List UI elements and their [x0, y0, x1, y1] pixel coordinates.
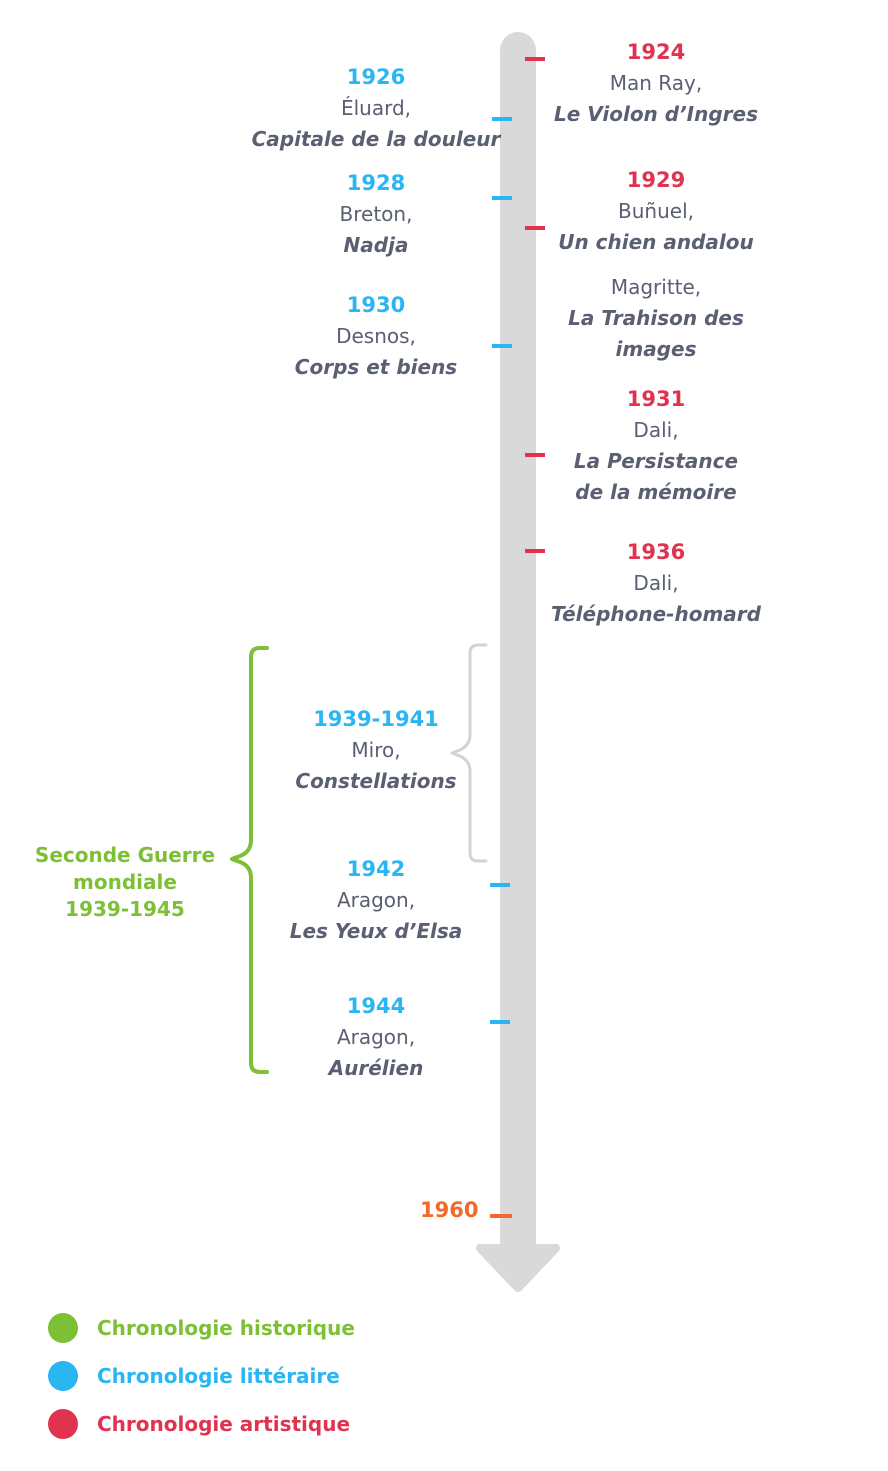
event-work: Aurélien: [328, 1056, 424, 1080]
event-work-line2: images: [615, 337, 697, 361]
timeline-axis: [500, 32, 536, 1262]
event-year: 1926: [346, 65, 406, 89]
event-work: Constellations: [295, 769, 457, 793]
event-1931: 1931 Dali, La Persistance de la mémoire: [506, 384, 806, 508]
legend-item-artistique: Chronologie artistique: [48, 1406, 355, 1442]
legend-item-litteraire: Chronologie littéraire: [48, 1358, 355, 1394]
event-work: Un chien andalou: [558, 230, 754, 254]
event-year: 1936: [626, 540, 686, 564]
event-work-line2: de la mémoire: [575, 480, 737, 504]
grey-brace: [450, 643, 488, 863]
event-1942: 1942 Aragon, Les Yeux d’Elsa: [226, 854, 526, 947]
event-1930: 1930 Desnos, Corps et biens: [226, 290, 526, 383]
event-year: 1929: [626, 168, 686, 192]
event-author: Aragon,: [336, 1025, 416, 1049]
event-work-line1: La Persistance: [573, 449, 739, 473]
event-work: Capitale de la douleur: [251, 127, 501, 151]
legend-dot-icon: [48, 1409, 78, 1439]
legend-item-historique: Chronologie historique: [48, 1310, 355, 1346]
legend: Chronologie historique Chronologie litté…: [48, 1310, 355, 1454]
event-author: Desnos,: [336, 324, 416, 348]
legend-dot-icon: [48, 1313, 78, 1343]
war-label-line3: 1939-1945: [65, 897, 185, 921]
war-label-line2: mondiale: [73, 870, 177, 894]
event-1939-1941: 1939-1941 Miro, Constellations: [226, 704, 526, 797]
war-label-line1: Seconde Guerre: [34, 843, 216, 867]
event-year: 1942: [346, 857, 406, 881]
event-work: Le Violon d’Ingres: [553, 102, 759, 126]
legend-label: Chronologie littéraire: [97, 1364, 340, 1388]
event-work: Nadja: [343, 233, 409, 257]
war-brace: [230, 646, 269, 1074]
event-author: Dali,: [633, 571, 679, 595]
event-work-line1: La Trahison des: [568, 306, 744, 330]
event-work: Téléphone-homard: [551, 602, 761, 626]
event-1926: 1926 Éluard, Capitale de la douleur: [226, 62, 526, 155]
event-author: Miro,: [351, 738, 401, 762]
event-author: Éluard,: [340, 96, 412, 120]
event-1944: 1944 Aragon, Aurélien: [226, 991, 526, 1084]
event-author: Man Ray,: [609, 71, 703, 95]
event-author: Magritte,: [610, 275, 702, 299]
event-1929: 1929 Buñuel, Un chien andalou: [506, 165, 806, 258]
event-work: Corps et biens: [294, 355, 458, 379]
legend-label: Chronologie artistique: [97, 1412, 351, 1436]
event-work: Les Yeux d’Elsa: [289, 919, 463, 943]
event-author: Breton,: [339, 202, 413, 226]
event-author: Buñuel,: [618, 199, 694, 223]
event-year: 1930: [346, 293, 406, 317]
legend-dot-icon: [48, 1361, 78, 1391]
event-year: 1924: [626, 40, 686, 64]
legend-label: Chronologie historique: [97, 1316, 355, 1340]
war-label: Seconde Guerre mondiale 1939-1945: [20, 842, 230, 923]
event-magritte: Magritte, La Trahison des images: [506, 272, 806, 365]
event-1936: 1936 Dali, Téléphone-homard: [506, 537, 806, 630]
end-year-label: 1960: [420, 1198, 479, 1222]
event-year: 1944: [346, 994, 406, 1018]
event-1928: 1928 Breton, Nadja: [226, 168, 526, 261]
event-year: 1939-1941: [313, 707, 439, 731]
event-author: Aragon,: [336, 888, 416, 912]
event-year: 1928: [346, 171, 406, 195]
event-author: Dali,: [633, 418, 679, 442]
timeline-arrowhead: [476, 1244, 560, 1292]
event-year: 1931: [626, 387, 686, 411]
event-1924: 1924 Man Ray, Le Violon d’Ingres: [506, 37, 806, 130]
